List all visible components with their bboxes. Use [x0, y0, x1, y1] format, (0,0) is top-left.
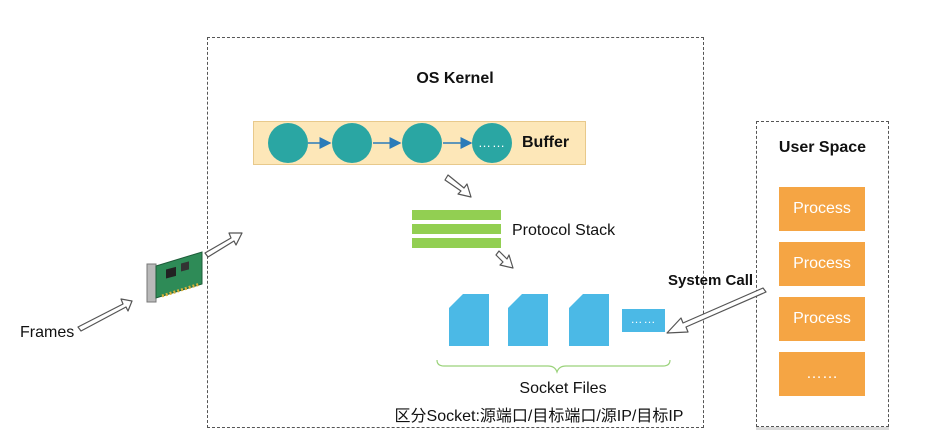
protocol-stack-layer — [412, 210, 501, 220]
buffer-label: Buffer — [522, 134, 570, 151]
socket-file-ellipsis: …… — [622, 309, 665, 332]
buffer-node — [268, 123, 308, 163]
os-kernel-container — [207, 37, 704, 428]
system-call-label: System Call — [668, 272, 754, 289]
os-kernel-title: OS Kernel — [416, 70, 494, 87]
protocol-stack-label: Protocol Stack — [512, 222, 616, 239]
frames-label: Frames — [20, 324, 75, 341]
socket-file-icon — [569, 294, 609, 346]
socket-file-icon — [508, 294, 548, 346]
process-box: …… — [779, 352, 865, 396]
buffer-node — [332, 123, 372, 163]
process-box: Process — [779, 187, 865, 231]
frames-arrow — [77, 298, 133, 332]
buffer-node-ellipsis: …… — [472, 123, 512, 163]
network-card-icon — [146, 251, 203, 303]
buffer-node — [402, 123, 442, 163]
socket-file-icon — [449, 294, 489, 346]
buffer-to-stack-arrow — [444, 174, 472, 198]
socket-files-description: 区分Socket:源端口/目标端口/源IP/目标IP — [394, 408, 684, 425]
protocol-stack-layer — [412, 224, 501, 234]
stack-to-socket-arrow — [495, 250, 514, 269]
user-space-title: User Space — [778, 139, 867, 156]
system-call-arrow — [666, 287, 767, 334]
nic-to-kernel-arrow — [204, 232, 243, 258]
process-box: Process — [779, 297, 865, 341]
socket-files-label: Socket Files — [519, 380, 607, 397]
protocol-stack-layer — [412, 238, 501, 248]
process-box: Process — [779, 242, 865, 286]
